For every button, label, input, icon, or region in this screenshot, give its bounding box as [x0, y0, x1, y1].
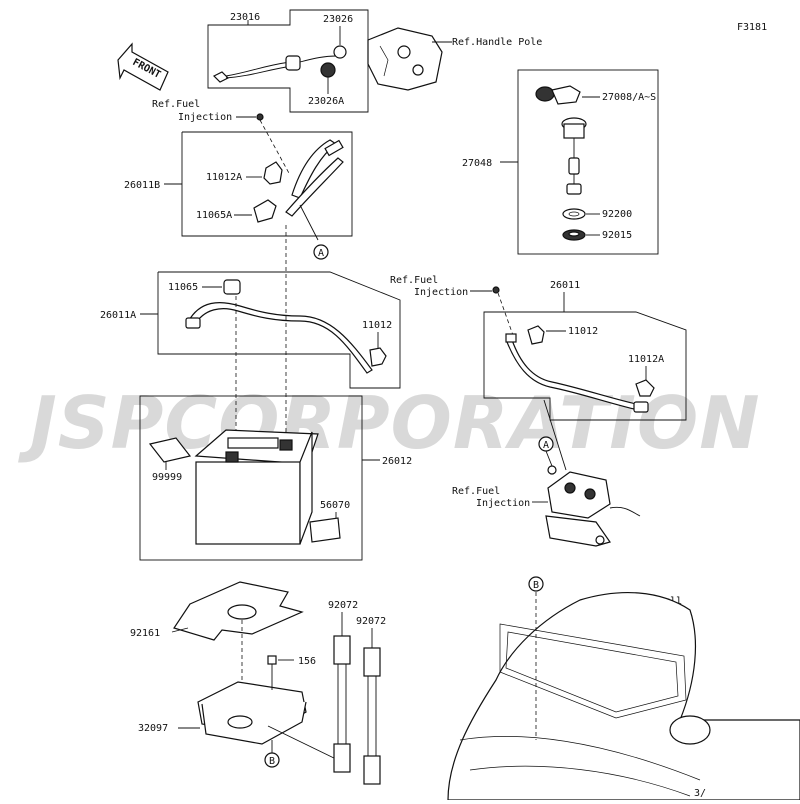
corner-mark: 3/: [694, 788, 706, 799]
callout-b: B: [533, 580, 539, 591]
label-ref-fuel-3-line2: Injection: [476, 498, 530, 509]
label-27008: 27008/A~S: [602, 92, 656, 103]
label-11012-left: 11012: [362, 320, 392, 331]
callout-a-circle: [313, 244, 329, 260]
switch-cap-icon: [535, 86, 555, 102]
label-32097: 32097: [138, 723, 168, 734]
pad-92161: 92161: [130, 581, 304, 641]
cap-11012-left-icon: [369, 347, 387, 367]
strap-a-bottom-icon: [333, 743, 351, 773]
label-sticker-56070-icon: [309, 517, 341, 543]
battery-icon: [195, 461, 301, 545]
bolt-156-icon: [267, 655, 277, 665]
label-156: 156: [298, 656, 316, 667]
tray-32097: 156 32097 B: [138, 620, 339, 768]
label-ref-fuel-3-line1: Ref.Fuel: [452, 486, 500, 497]
cap-11012a-icon: [263, 161, 283, 185]
callout-b-circle: [528, 576, 544, 592]
callout-a: A: [318, 248, 324, 259]
label-23026: 23026: [323, 14, 353, 25]
cap-11012-right-icon: [527, 325, 545, 345]
starter-relay: A: [538, 436, 641, 547]
label-23016: 23016: [230, 12, 260, 23]
label-92200: 92200: [602, 209, 632, 220]
grommet-23026-icon: [333, 45, 347, 59]
label-11065a: 11065A: [196, 210, 232, 221]
paper-99999-icon: [148, 437, 192, 463]
label-92072-a: 92072: [328, 600, 358, 611]
hull-reference: Ref.Hull B: [447, 576, 800, 801]
handle-pole-icon: [367, 27, 443, 91]
label-99999: 99999: [152, 472, 182, 483]
label-56070: 56070: [320, 500, 350, 511]
cap-11012a-right-icon: [635, 379, 655, 397]
group-23016: 23016 23026 23026A Ref.Handle Pole: [207, 9, 542, 113]
label-11012-right: 11012: [568, 326, 598, 337]
straps-92072: 92072 92072: [328, 600, 386, 785]
fuel-injection-ref-1-icon: [256, 113, 264, 121]
washer-92200-icon: [562, 208, 586, 220]
group-27048: 27048 27008/A~S 92200 92015: [462, 69, 659, 255]
label-92072-b: 92072: [356, 616, 386, 627]
callout-a2: A: [543, 440, 549, 451]
label-ref-fuel-1-line2: Injection: [178, 112, 232, 123]
label-26011b: 26011B: [124, 180, 160, 191]
watermark: JSPCORPORATION: [18, 381, 761, 465]
label-92161: 92161: [130, 628, 160, 639]
label-11012a-top: 11012A: [206, 172, 242, 183]
group-26011b: 26011B 11012A 11065A A: [124, 131, 353, 260]
callout-b2: B: [269, 756, 275, 767]
group-26011a: 26011A 11065 11012: [100, 271, 401, 389]
label-92015: 92015: [602, 230, 632, 241]
label-ref-handle-pole: Ref.Handle Pole: [452, 37, 542, 48]
hull-icon: [447, 592, 800, 801]
label-11012a-right: 11012A: [628, 354, 664, 365]
starter-relay-icon: [547, 471, 611, 519]
label-11065: 11065: [168, 282, 198, 293]
strap-a-top-icon: [333, 635, 351, 665]
group-26012: 26012 99999 56070: [139, 395, 412, 561]
label-26011: 26011: [550, 280, 580, 291]
label-26012: 26012: [382, 456, 412, 467]
cap-11065-icon: [223, 279, 241, 295]
label-ref-fuel-2-line1: Ref.Fuel: [390, 275, 438, 286]
label-26011a: 26011A: [100, 310, 136, 321]
label-23026a: 23026A: [308, 96, 344, 107]
label-27048: 27048: [462, 158, 492, 169]
diagram-code: F3181: [737, 22, 767, 33]
group-26011: 26011 11012 11012A: [483, 280, 687, 421]
label-ref-fuel-2-line2: Injection: [414, 287, 468, 298]
strap-b-top-icon: [363, 647, 381, 677]
cap-11065a-icon: [253, 199, 277, 223]
front-arrow-icon: FRONT: [117, 42, 169, 91]
fuel-injection-ref-2-icon: [492, 286, 500, 294]
strap-b-bottom-icon: [363, 755, 381, 785]
watermark-text: JSPCORPORATION: [18, 381, 761, 465]
label-ref-fuel-1-line1: Ref.Fuel: [152, 99, 200, 110]
grommet-23026a-icon: [320, 62, 336, 78]
